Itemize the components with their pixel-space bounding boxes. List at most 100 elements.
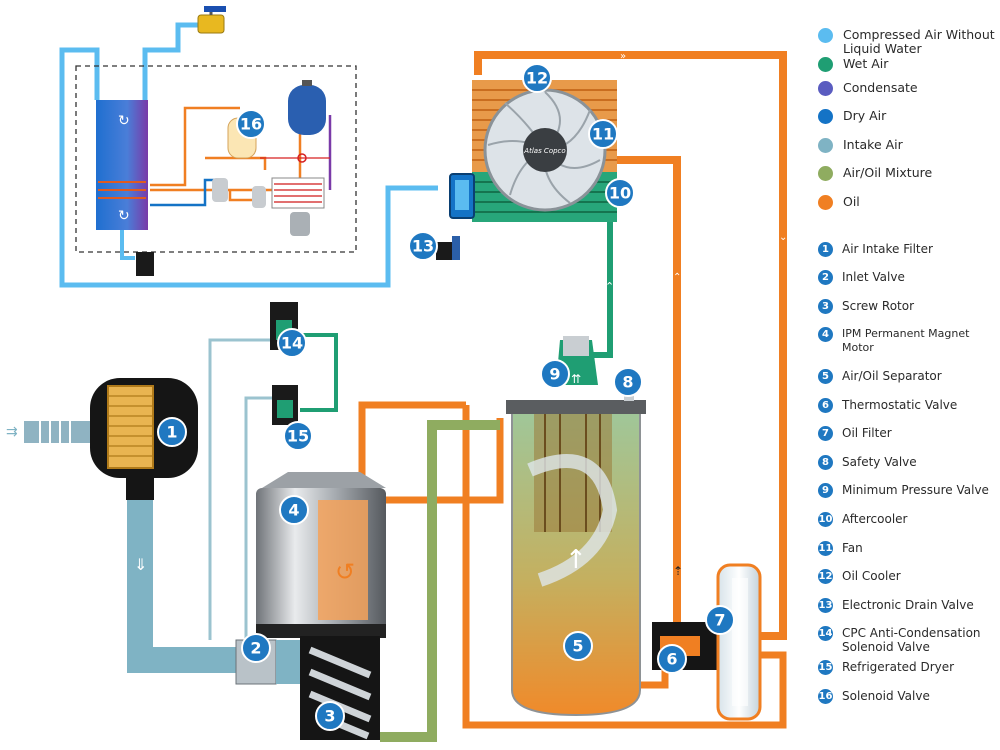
legend-item-dry-air: Dry Air [818, 109, 998, 138]
badge-4 [279, 495, 309, 525]
badge-7 [705, 605, 735, 635]
legend-item-air-oil-mixture: Air/Oil Mixture [818, 166, 998, 195]
cpc-pipe [208, 338, 270, 640]
dryer-condenser [212, 177, 325, 236]
legend-label: Oil [843, 193, 860, 209]
number-badge: 6 [818, 397, 833, 413]
oil-pipe-bottom [462, 405, 787, 729]
badge-15 [283, 421, 313, 451]
badge-13 [408, 231, 438, 261]
badge-6 [657, 644, 687, 674]
svg-text:↑: ↑ [565, 545, 587, 575]
legend-item-condensate: Condensate [818, 79, 998, 110]
svg-text:⇉: ⇉ [6, 424, 18, 440]
dryer-drain-valve [136, 252, 154, 276]
badge-number-10: 10 [609, 184, 631, 203]
component-label: CPC Anti-Condensation Solenoid Valve [842, 626, 981, 655]
svg-text:⇡: ⇡ [673, 564, 683, 578]
svg-text:⌄: ⌄ [779, 232, 787, 243]
number-badge: 1 [818, 241, 833, 257]
number-badge: 9 [818, 483, 833, 499]
component-label: Solenoid Valve [842, 688, 930, 703]
air-intake-filter: ⇉ [6, 378, 198, 500]
legend-label: Condensate [843, 79, 918, 95]
component-label: Fan [842, 540, 863, 555]
badge-number-7: 7 [714, 611, 725, 630]
legend-item-intake-air: Intake Air [818, 136, 998, 167]
color-legend: Compressed Air Without Liquid Water Wet … [818, 28, 998, 224]
svg-text:⌃: ⌃ [673, 272, 681, 283]
legend-item-compressed-air: Compressed Air Without Liquid Water [818, 28, 998, 57]
legend-label: Wet Air [843, 55, 889, 71]
dryer-heat-exchanger: ↻ ↻ [96, 100, 148, 230]
oil-pipe-cooler-loop [474, 51, 787, 640]
badge-number-15: 15 [287, 427, 309, 446]
component-label: Aftercooler [842, 511, 908, 526]
badge-number-3: 3 [324, 707, 335, 726]
component-label: Electronic Drain Valve [842, 597, 974, 612]
component-label: Oil Filter [842, 426, 892, 441]
component-item: 2 Inlet Valve [818, 270, 998, 286]
circle-swatch-icon [818, 166, 833, 182]
legend-label: Compressed Air Without Liquid Water [843, 27, 995, 56]
svg-text:⇈: ⇈ [571, 372, 581, 386]
svg-text:↻: ↻ [118, 208, 130, 224]
component-label: Air Intake Filter [842, 241, 933, 256]
component-label: Air/Oil Separator [842, 368, 942, 383]
intake-air-pipe [127, 495, 255, 673]
badge-12 [522, 63, 552, 93]
refrigerant-receiver [288, 80, 326, 135]
number-badge: 14 [818, 626, 833, 642]
air-oil-separator: ↑ [506, 400, 646, 717]
badge-number-12: 12 [526, 69, 548, 88]
badge-1 [157, 417, 187, 447]
svg-text:⇓: ⇓ [134, 555, 147, 574]
fan-brand-label: Atlas Copco [523, 147, 565, 155]
component-item: 16 Solenoid Valve [818, 688, 998, 704]
component-label: Inlet Valve [842, 270, 905, 285]
component-label: Minimum Pressure Valve [842, 483, 989, 498]
svg-text:»: » [620, 51, 626, 62]
badge-2 [241, 633, 271, 663]
number-badge: 16 [818, 688, 833, 704]
badge-14 [277, 328, 307, 358]
refrigerated-dryer-box [75, 65, 357, 253]
badge-9 [540, 359, 570, 389]
legend-label: Intake Air [843, 136, 903, 152]
badge-11 [588, 119, 618, 149]
number-badge: 12 [818, 569, 833, 585]
badge-number-5: 5 [572, 637, 583, 656]
solenoid-pipe [244, 396, 275, 640]
cpc-green-pipe [300, 333, 338, 412]
circle-swatch-icon [818, 137, 833, 153]
compressed-air-pipe [59, 47, 438, 288]
ipm-motor: ↺ [256, 472, 386, 638]
component-item: 14 CPC Anti-Condensation Solenoid Valve [818, 626, 998, 654]
circle-swatch-icon [818, 109, 833, 125]
badge-number-2: 2 [250, 639, 261, 658]
component-item: 9 Minimum Pressure Valve [818, 483, 998, 499]
badge-10 [605, 178, 635, 208]
badge-16 [236, 109, 266, 139]
ball-valve-icon [197, 6, 226, 34]
badge-number-13: 13 [412, 237, 434, 256]
svg-text:⌃: ⌃ [605, 280, 614, 293]
circle-swatch-icon [818, 56, 833, 72]
fan: Atlas Copco [483, 88, 607, 212]
oil-pipe-cooler-return [615, 156, 681, 635]
number-badge: 2 [818, 270, 833, 286]
electronic-drain-valve [436, 236, 460, 260]
